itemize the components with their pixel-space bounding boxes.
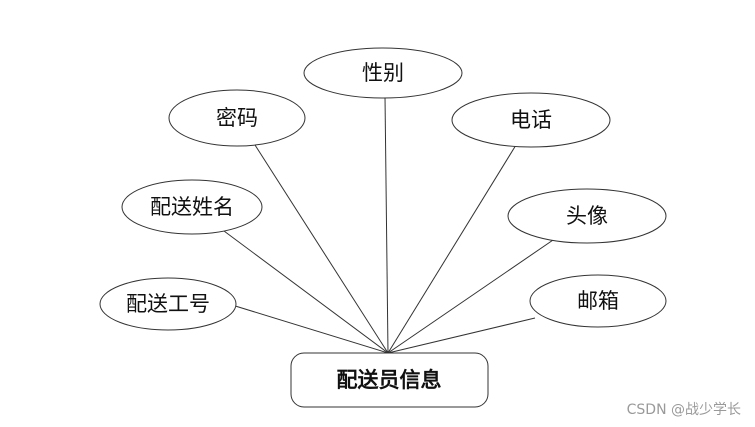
attribute-label: 性别 [362, 61, 404, 85]
attribute-youxiang: 邮箱 [529, 274, 667, 328]
attribute-label: 电话 [510, 108, 552, 132]
attribute-gonghao: 配送工号 [99, 277, 237, 331]
attribute-label: 头像 [566, 204, 608, 228]
connector-mima [254, 144, 389, 354]
entity-label: 配送员信息 [337, 368, 442, 392]
attribute-dianhua: 电话 [451, 92, 611, 148]
attribute-xingbie: 性别 [303, 47, 463, 99]
attribute-label: 密码 [216, 106, 258, 130]
connector-lines [223, 95, 557, 354]
attribute-label: 配送姓名 [150, 195, 234, 219]
connector-gonghao [231, 304, 389, 354]
connector-xingming [223, 230, 389, 354]
attribute-mima: 密码 [168, 89, 306, 147]
entity-box: 配送员信息 [290, 352, 489, 408]
csdn-watermark: CSDN @战少学长 [626, 402, 741, 418]
attribute-label: 邮箱 [577, 289, 619, 313]
connector-dianhua [387, 144, 517, 354]
attribute-xingming: 配送姓名 [121, 179, 263, 235]
connector-youxiang [387, 317, 536, 354]
attribute-label: 配送工号 [126, 292, 210, 316]
connector-xingbie [384, 95, 389, 354]
connector-touxiang [387, 237, 557, 354]
attribute-touxiang: 头像 [507, 188, 667, 244]
